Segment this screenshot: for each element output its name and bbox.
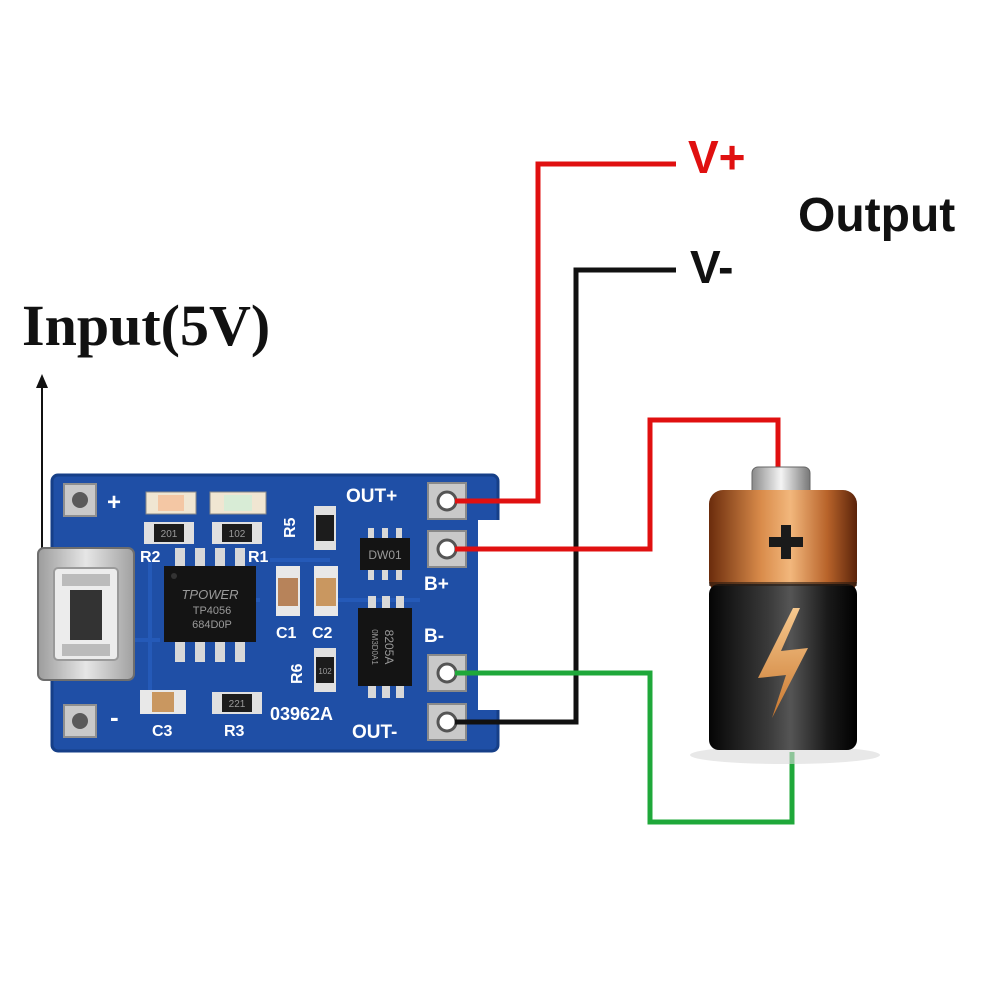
capacitor-c3 [140, 690, 186, 714]
silk-c3: C3 [152, 723, 173, 740]
capacitor-c1 [276, 566, 300, 616]
battery-plus-symbol [769, 525, 803, 559]
output-label: Output [798, 189, 956, 242]
v-minus-label: V- [690, 241, 734, 293]
svg-text:102: 102 [318, 667, 332, 676]
svg-text:DW01: DW01 [368, 548, 402, 562]
silk-board-code: 03962A [270, 704, 333, 724]
silk-r5: R5 [282, 517, 299, 538]
svg-text:0M3D0A1: 0M3D0A1 [370, 629, 379, 665]
lightning-bolt-icon [758, 608, 808, 718]
wire-b-plus-to-battery-plus [455, 417, 781, 552]
wire-out-plus-to-vplus [455, 161, 676, 504]
svg-text:221: 221 [229, 699, 246, 710]
silk-r2: R2 [140, 549, 161, 566]
silk-out-minus: OUT- [352, 722, 397, 743]
silk-c1: C1 [276, 625, 297, 642]
capacitor-c2 [314, 566, 338, 616]
svg-text:102: 102 [229, 529, 246, 540]
micro-usb-port[interactable] [37, 547, 135, 681]
resistor-r3: 221 [212, 692, 262, 714]
svg-text:8205A: 8205A [382, 630, 396, 665]
input-label: Input(5V) [22, 293, 271, 358]
mount-hole-top-left [63, 483, 97, 517]
silk-r1: R1 [248, 549, 269, 566]
led-standby [209, 491, 267, 515]
v-plus-label: V+ [688, 131, 746, 183]
resistor-r6: 102 [314, 648, 336, 692]
svg-text:TP4056: TP4056 [193, 605, 232, 617]
silk-b-plus: B+ [424, 574, 449, 595]
battery [690, 466, 880, 764]
silk-minus-mark: - [110, 702, 119, 732]
tp4056-chip: TPOWER TP4056 684D0P [164, 548, 256, 662]
resistor-r2: 201 [144, 522, 194, 544]
wire-out-minus-to-vminus [455, 267, 676, 725]
mount-hole-bottom-left [63, 704, 97, 738]
resistor-r1: 102 [212, 522, 262, 544]
silk-c2: C2 [312, 625, 333, 642]
silk-out-plus: OUT+ [346, 486, 397, 507]
input-arrow-head [36, 374, 48, 388]
svg-text:684D0P: 684D0P [192, 619, 232, 631]
mosfet-8205a-chip: 8205A 0M3D0A1 [358, 596, 412, 698]
wire-b-minus-to-battery-minus [455, 670, 795, 825]
svg-text:201: 201 [161, 529, 178, 540]
resistor-r5 [314, 506, 336, 550]
silk-r6: R6 [289, 663, 306, 684]
dw01-chip: DW01 [360, 528, 410, 580]
svg-text:TPOWER: TPOWER [181, 587, 238, 602]
silk-plus-mark: + [107, 489, 121, 516]
silk-b-minus: B- [424, 626, 444, 647]
charging-module-pcb: 201 102 102 221 [37, 473, 502, 753]
led-charging [145, 491, 197, 515]
silk-r3: R3 [224, 723, 245, 740]
